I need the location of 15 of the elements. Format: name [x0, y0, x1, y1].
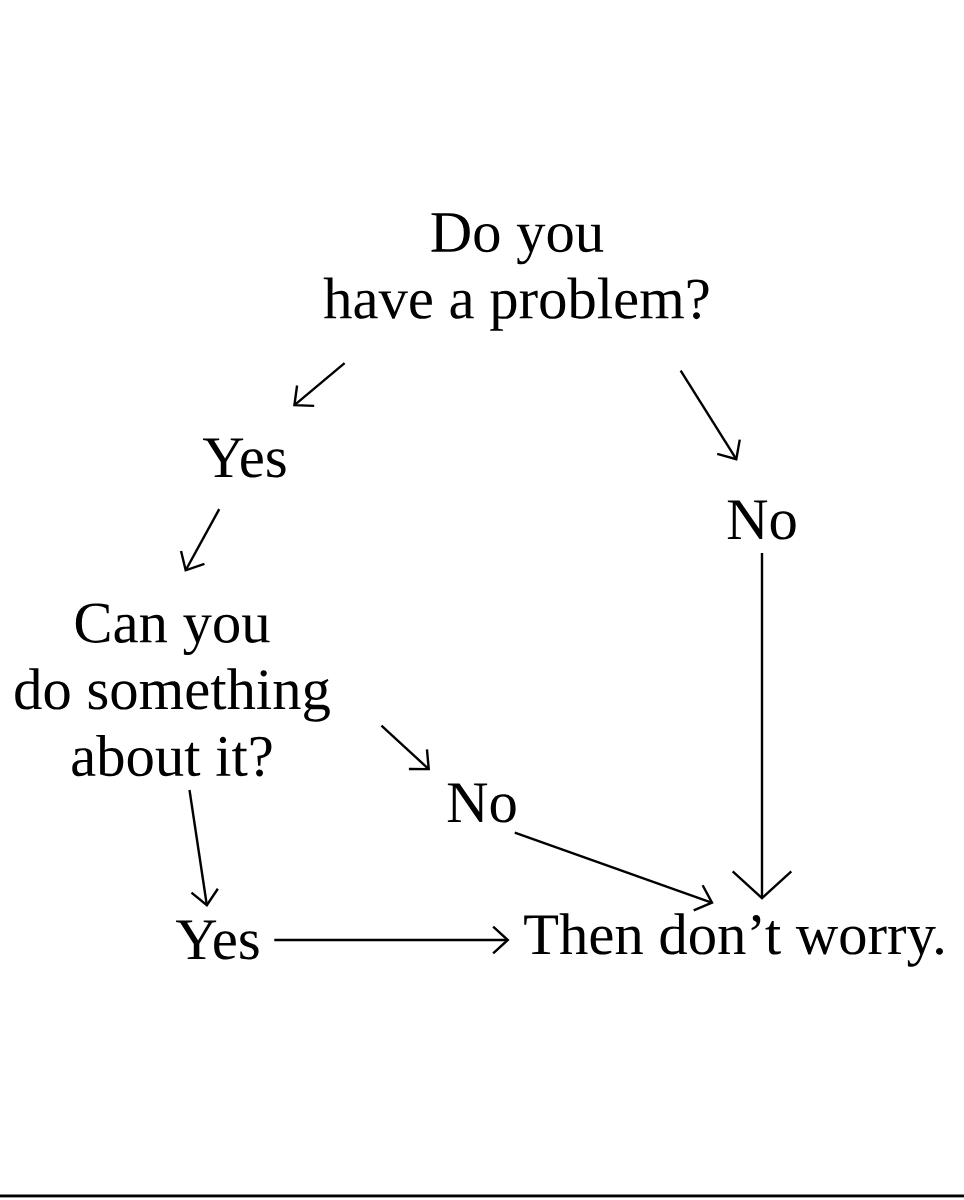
flow-text: Can you do something about it?: [15, 603, 330, 777]
arrow: [731, 553, 793, 900]
arrow: [380, 724, 431, 771]
flow-text: Yes: [176, 920, 259, 960]
arrow: [274, 925, 510, 955]
flow-text: Do you have a problem?: [323, 213, 709, 331]
flow-text: No: [727, 500, 796, 540]
arrow: [179, 508, 221, 572]
arrow: [514, 831, 714, 912]
arrow: [293, 362, 346, 408]
arrow: [679, 370, 741, 461]
flow-text: Then don’t worry.: [524, 913, 943, 967]
flow-text: No: [447, 783, 516, 823]
flow-text: Yes: [203, 438, 286, 478]
arrow: [188, 789, 219, 907]
